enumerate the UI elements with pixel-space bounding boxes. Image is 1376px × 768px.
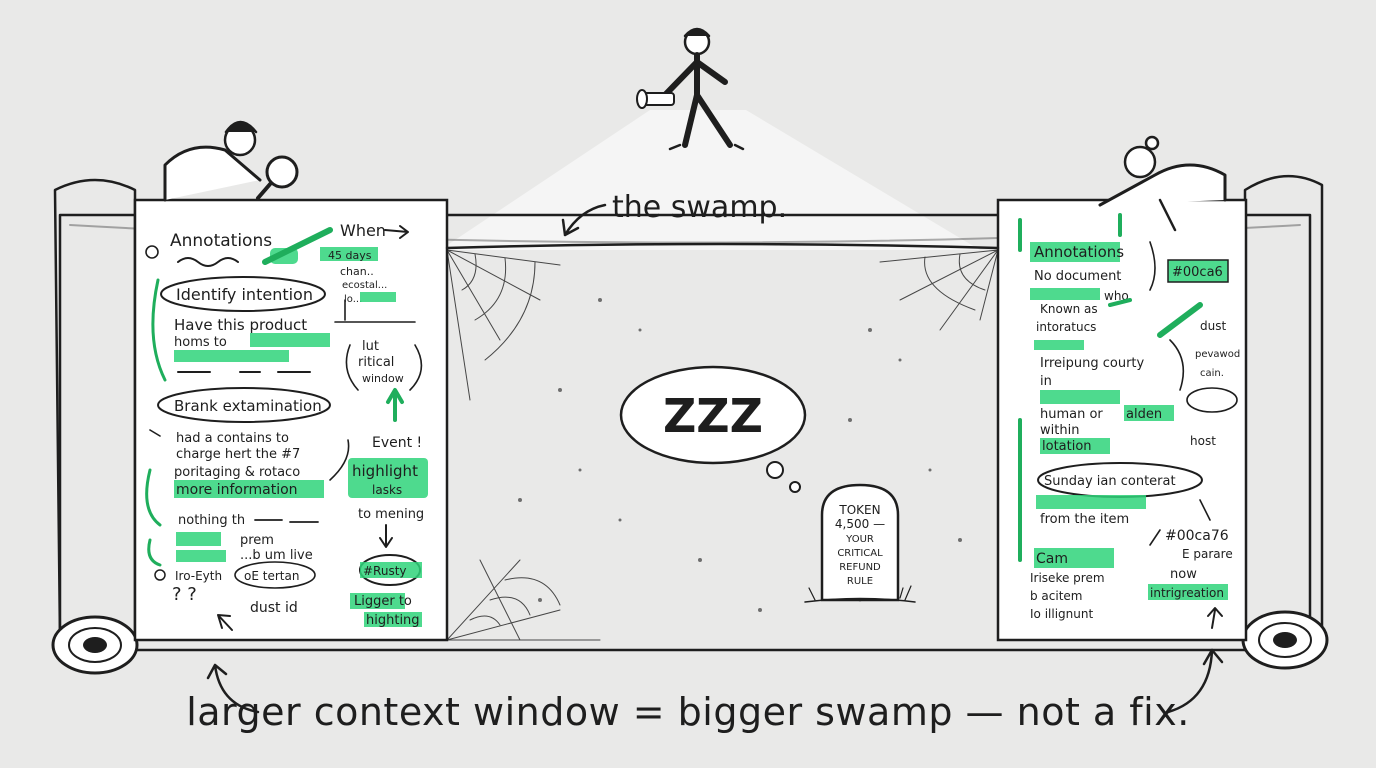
svg-text:dust: dust (1200, 319, 1226, 333)
spider-web-icon (879, 249, 999, 331)
arrow-icon (206, 663, 260, 714)
svg-text:Iro-Eyth: Iro-Eyth (175, 569, 222, 583)
thought-bubble-icon: ZZZ (619, 365, 807, 493)
svg-text:in: in (1040, 374, 1052, 389)
tombstone-line: REFUND (839, 562, 881, 573)
svg-text:#Rusty: #Rusty (363, 564, 407, 578)
svg-text:ritical: ritical (358, 355, 394, 370)
svg-text:cain.: cain. (1200, 368, 1224, 379)
tombstone-line: TOKEN (838, 503, 880, 517)
svg-text:pevawod: pevawod (1195, 349, 1240, 360)
svg-text:#00ca6: #00ca6 (1172, 265, 1223, 280)
svg-text:homs to: homs to (174, 335, 227, 350)
svg-text:? ?: ? ? (172, 584, 197, 605)
left-annotations: Annotations When 45 days chan.. ecostal.… (145, 221, 428, 631)
svg-text:b acitem: b acitem (1030, 589, 1083, 603)
sleep-zzz: ZZZ (663, 389, 763, 443)
svg-text:Sunday ian conterat: Sunday ian conterat (1044, 474, 1176, 489)
spider-web-icon (446, 559, 601, 641)
svg-text:Have this product: Have this product (174, 316, 307, 334)
svg-text:Annotations: Annotations (1034, 243, 1124, 261)
svg-text:nothing th: nothing th (178, 513, 245, 528)
svg-text:45 days: 45 days (328, 249, 372, 262)
svg-text:within: within (1040, 423, 1079, 438)
tombstone-line: CRITICAL (837, 548, 883, 559)
svg-text:intrigreation: intrigreation (1150, 586, 1224, 600)
left-title: Annotations (170, 231, 272, 251)
svg-text:dust id: dust id (250, 600, 298, 616)
svg-text:had a contains to: had a contains to (176, 431, 289, 446)
svg-text:human or: human or (1040, 407, 1103, 422)
magnifying-glass-icon (256, 155, 299, 200)
svg-text:Io illignunt: Io illignunt (1030, 607, 1093, 621)
right-scroll-roll (1241, 174, 1329, 670)
svg-text:oE tertan: oE tertan (244, 569, 299, 583)
spider-web-icon (446, 249, 561, 401)
caption: larger context window = bigger swamp — n… (186, 690, 1190, 734)
svg-text:chan..: chan.. (340, 265, 374, 278)
right-annotations: Annotations #00ca6 No document who Known… (1018, 213, 1240, 629)
svg-text:lasks: lasks (372, 483, 402, 497)
svg-text:to mening: to mening (358, 507, 424, 522)
svg-text:Cam: Cam (1036, 551, 1068, 567)
tombstone-line: 4,500 — (835, 517, 885, 531)
svg-text:more information: more information (176, 482, 298, 498)
svg-text:Identify intention: Identify intention (176, 285, 313, 304)
svg-text:No document: No document (1034, 269, 1121, 284)
arrow-icon (1166, 648, 1224, 714)
svg-text:Iriseke prem: Iriseke prem (1030, 571, 1105, 585)
person-with-magnifier (163, 120, 262, 202)
svg-text:now: now (1170, 567, 1197, 582)
svg-text:Irreipung courty: Irreipung courty (1040, 356, 1145, 371)
svg-text:...b um live: ...b um live (240, 548, 313, 563)
svg-text:prem: prem (240, 533, 274, 548)
svg-text:charge hert the #7: charge hert the #7 (176, 447, 300, 462)
svg-text:#00ca76: #00ca76 (1165, 528, 1229, 544)
swamp-label: the swamp. (612, 190, 787, 225)
svg-text:ecostal...: ecostal... (342, 280, 387, 291)
svg-text:Known as: Known as (1040, 302, 1098, 316)
svg-text:lut: lut (362, 339, 379, 354)
arrow-icon (561, 203, 607, 237)
svg-text:from the item: from the item (1040, 512, 1129, 527)
svg-text:highting: highting (366, 613, 420, 628)
svg-text:E parare: E parare (1182, 547, 1233, 561)
svg-text:Ligger to: Ligger to (354, 594, 412, 609)
tombstone-line: YOUR (845, 534, 874, 545)
svg-text:Event !: Event ! (372, 435, 422, 451)
svg-text:intoratucs: intoratucs (1036, 320, 1096, 334)
svg-text:who: who (1104, 289, 1129, 303)
svg-text:lo...: lo... (344, 294, 362, 305)
person-with-flashlight (662, 27, 745, 151)
svg-text:highlight: highlight (352, 462, 418, 480)
light-cone (440, 110, 980, 250)
left-scroll-roll (51, 178, 139, 675)
person-leaning-in (1098, 135, 1227, 232)
svg-text:When: When (340, 221, 386, 240)
tombstone-line: RULE (847, 576, 873, 587)
svg-text:window: window (362, 372, 404, 385)
flashlight-icon (636, 89, 675, 109)
svg-text:Brank extamination: Brank extamination (174, 397, 322, 415)
svg-text:lotation: lotation (1042, 439, 1092, 454)
svg-text:host: host (1190, 434, 1216, 448)
svg-text:alden: alden (1126, 407, 1162, 422)
svg-text:poritaging & rotaco: poritaging & rotaco (174, 465, 300, 480)
